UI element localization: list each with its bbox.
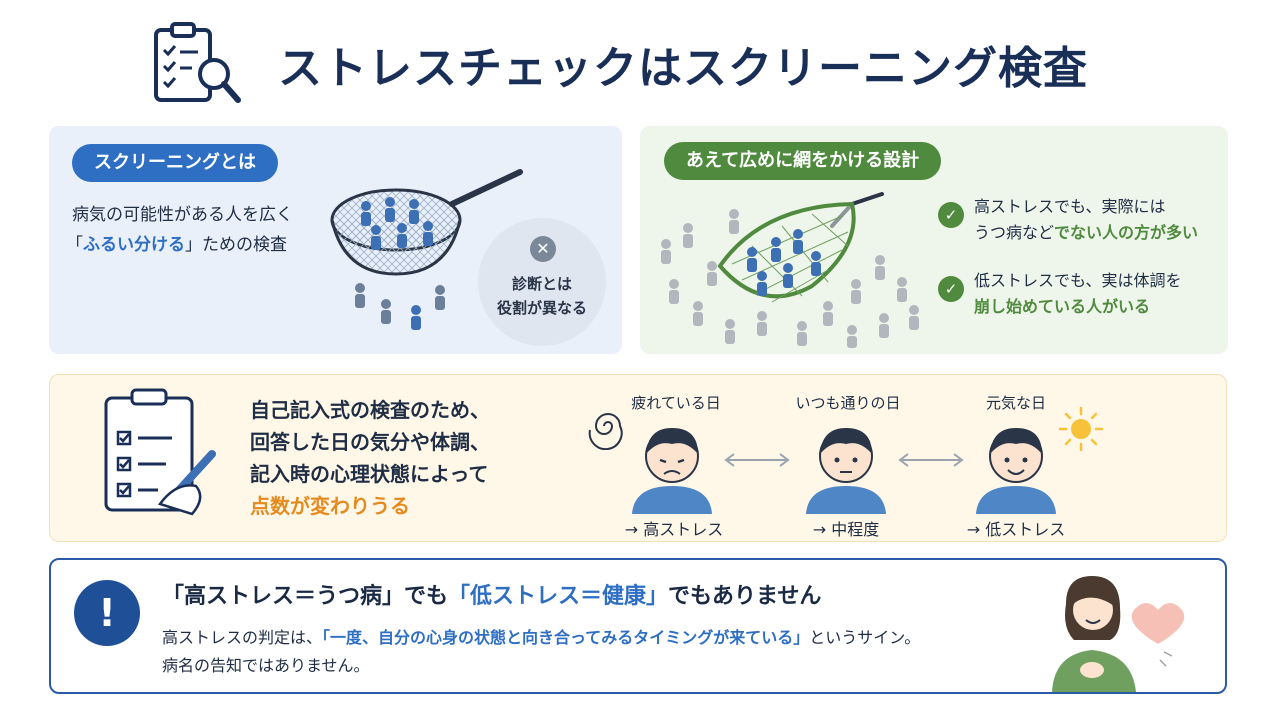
woman-heart-illustration	[1052, 576, 1185, 692]
normal-face-avatar	[806, 428, 886, 514]
screening-line1: 病気の可能性がある人を広く	[72, 205, 293, 225]
clipboard-search-icon	[154, 22, 241, 103]
page-title: ストレスチェックはスクリーニング検査	[278, 43, 1088, 94]
tired-face-avatar	[632, 428, 712, 514]
clipboard-pen-icon	[104, 388, 216, 516]
diagnosis-note: 診断とは 役割が異なる	[496, 275, 587, 317]
sun-icon	[1058, 406, 1104, 452]
wide-net-point-1: 高ストレスでも、実際には うつ病などでない人の方が多い	[974, 197, 1199, 242]
sieve-illustration	[330, 169, 523, 330]
face-label-tired: 疲れている日	[631, 394, 721, 412]
notice-panel	[49, 558, 1227, 694]
notice-title: 「高ストレス＝うつ病」でも「低ストレス＝健康」でもありません	[162, 584, 822, 609]
wide-net-heading: あえて広めに網をかける設計	[664, 142, 942, 180]
notice-line-1: 高ストレスの判定は、「一度、自分の心身の状態と向き合ってみるタイミングが来ている…	[162, 628, 921, 647]
face-label-energetic: 元気な日	[985, 394, 1046, 412]
double-arrow-icon	[724, 453, 790, 467]
notice-line-2: 病名の告知ではありません。	[162, 656, 370, 675]
net-crowd-illustration	[661, 192, 919, 348]
screening-heading: スクリーニングとは	[72, 144, 278, 182]
check-icon: ✓	[938, 202, 964, 228]
face-result-low: → 低ストレス	[966, 520, 1066, 539]
exclamation-icon: !	[74, 580, 140, 646]
double-arrow-icon	[898, 453, 964, 467]
wide-net-point-2: 低ストレスでも、実は体調を 崩し始めている人がいる	[974, 271, 1182, 316]
face-label-normal: いつも通りの日	[795, 394, 901, 412]
face-result-mid: → 中程度	[812, 520, 880, 539]
happy-face-avatar	[976, 428, 1056, 514]
self-report-text: 自己記入式の検査のため、 回答した日の気分や体調、 記入時の心理状態によって 点…	[250, 398, 490, 518]
screening-line2: 「ふるい分ける」ための検査	[66, 235, 287, 255]
check-icon: ✓	[938, 276, 964, 302]
close-icon: ✕	[530, 236, 556, 262]
face-result-high: → 高ストレス	[624, 520, 724, 539]
stress-squiggle-icon	[588, 413, 623, 450]
